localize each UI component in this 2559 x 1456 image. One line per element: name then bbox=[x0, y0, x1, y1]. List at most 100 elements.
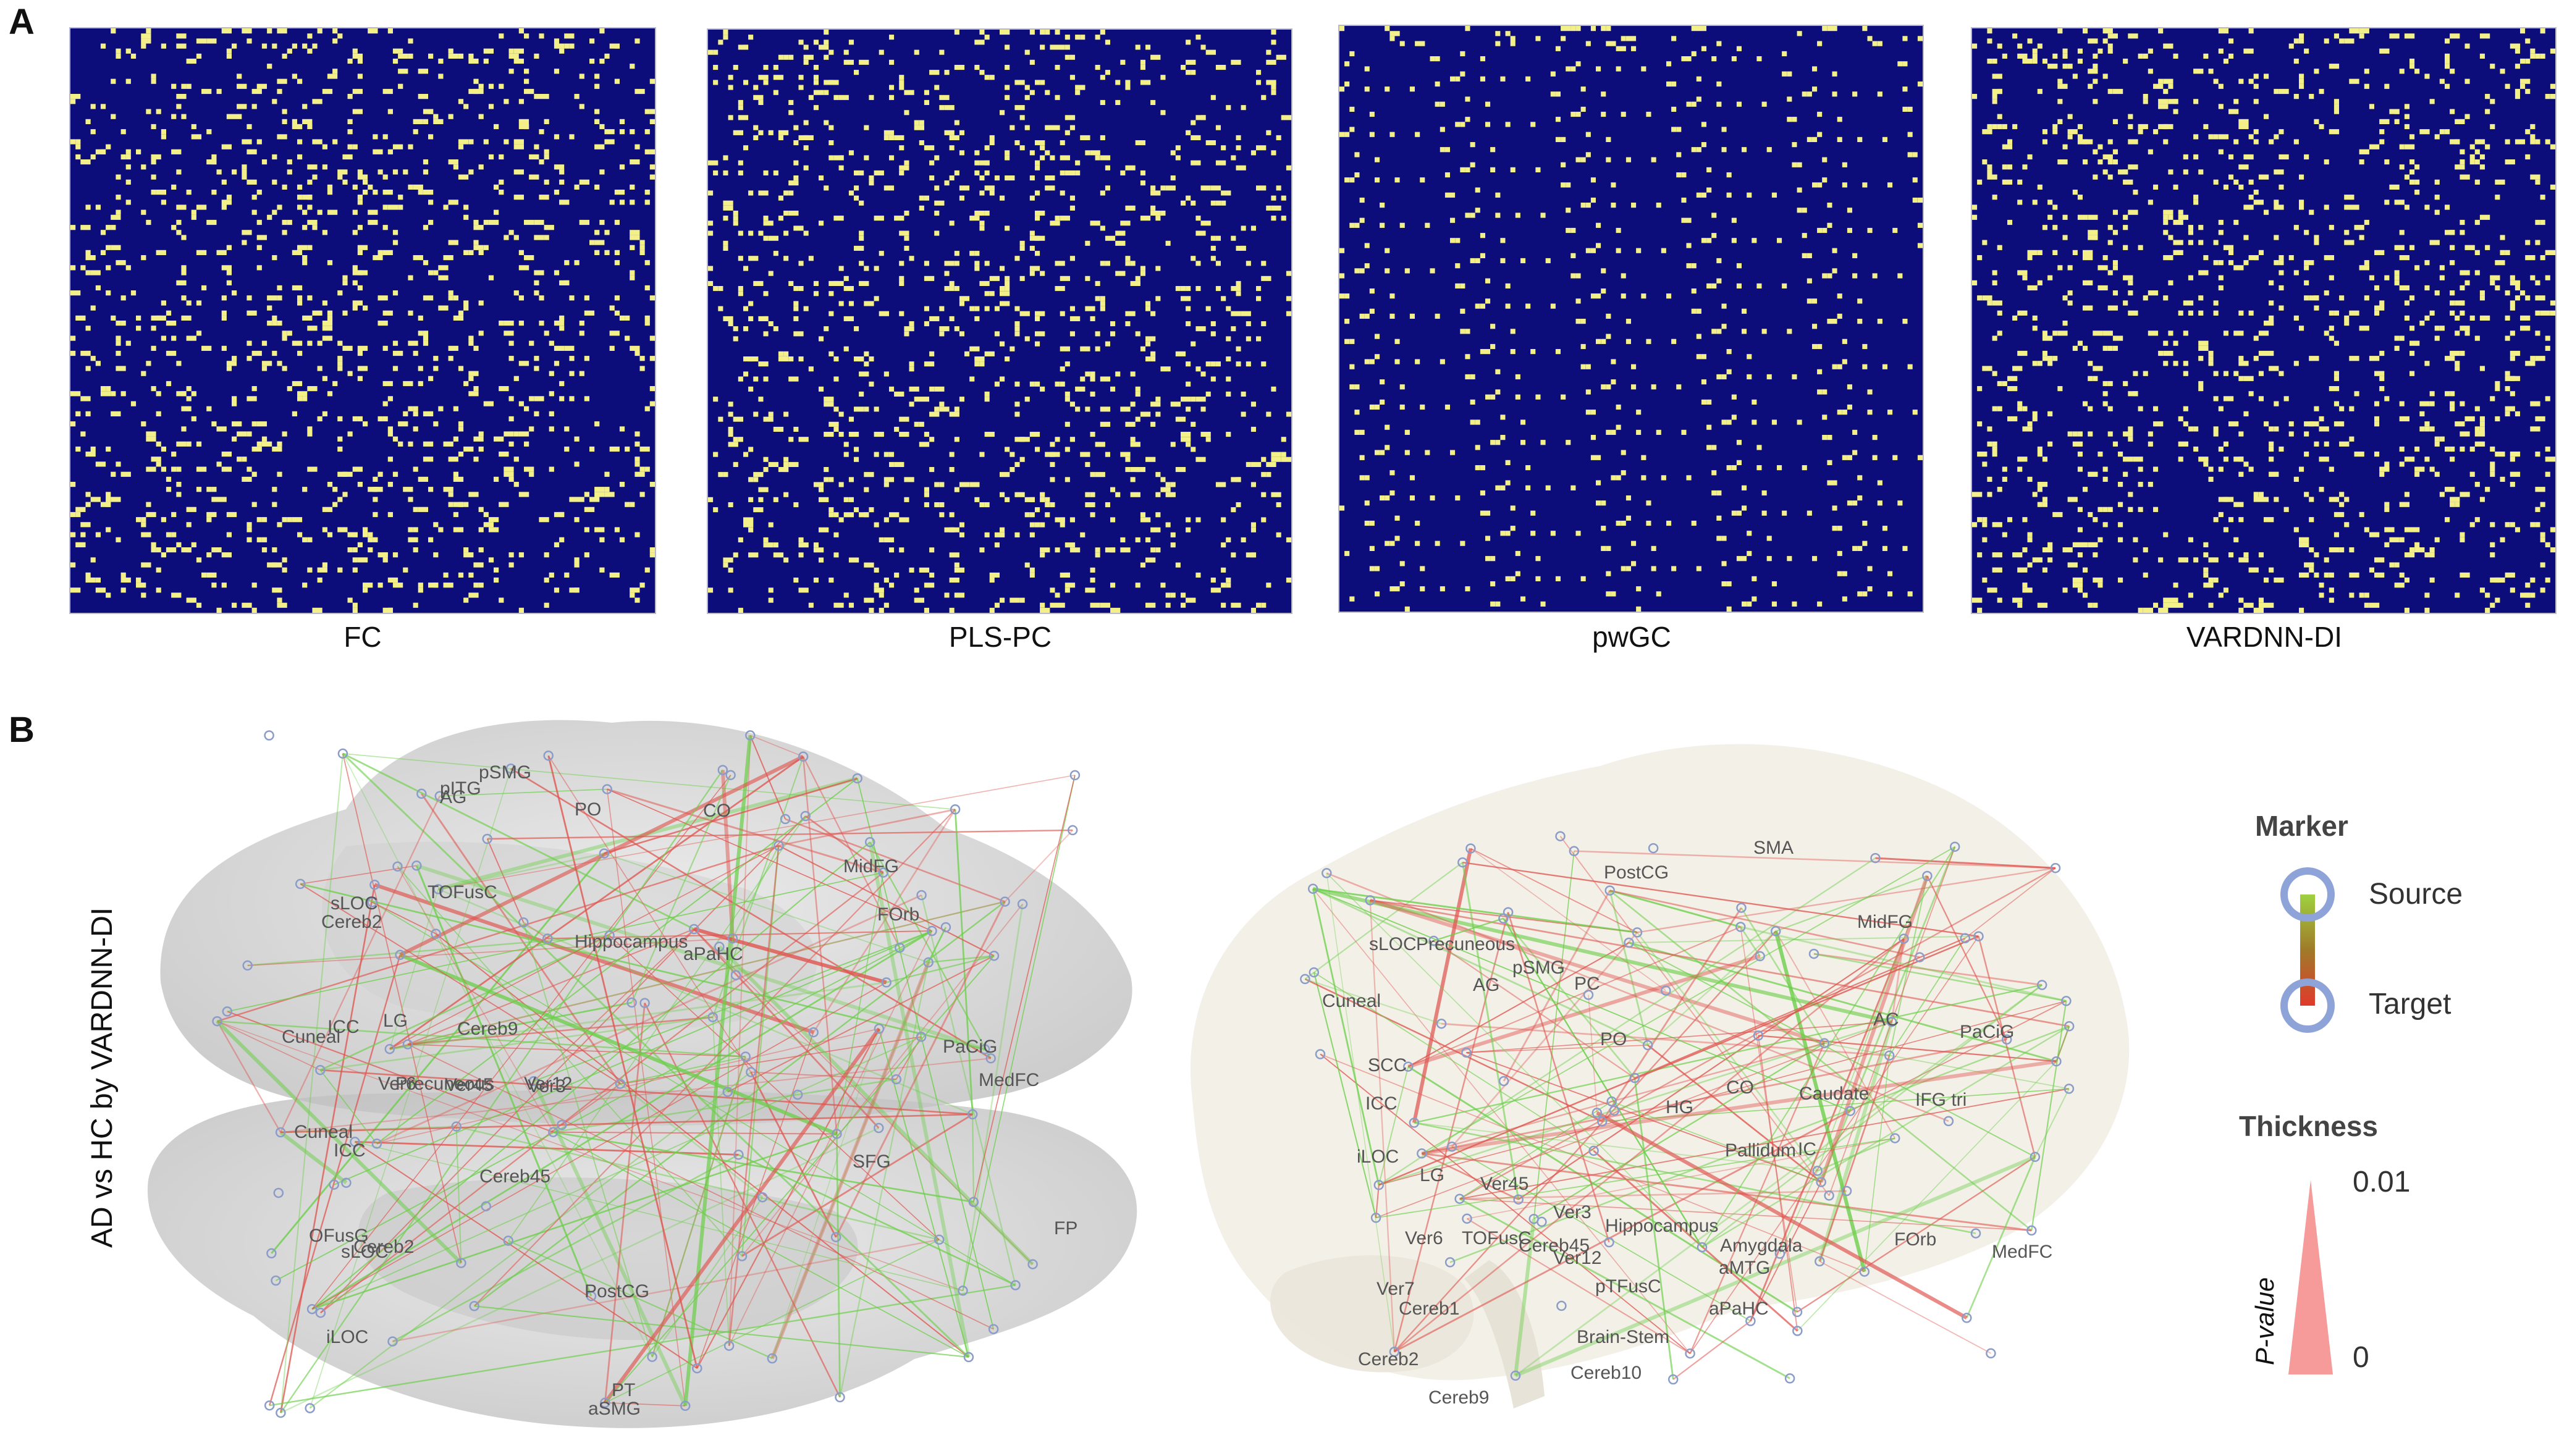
network-edge bbox=[1466, 1045, 1648, 1053]
network-node bbox=[1503, 907, 1514, 917]
network-edge bbox=[607, 788, 932, 932]
node-label: SMA bbox=[1753, 838, 1794, 858]
network-edge bbox=[1596, 1111, 1968, 1320]
network-edge bbox=[693, 928, 880, 1129]
network-edge bbox=[1421, 846, 1955, 1155]
network-edge bbox=[1828, 846, 1955, 1196]
network-node bbox=[604, 930, 615, 941]
node-label: iLOC bbox=[326, 1327, 368, 1347]
network-node bbox=[767, 1353, 778, 1364]
network-node bbox=[1556, 1300, 1567, 1311]
node-label: Cuneal bbox=[282, 1027, 340, 1047]
network-edge bbox=[510, 768, 992, 1059]
network-node bbox=[774, 840, 784, 851]
network-edge bbox=[1740, 926, 1761, 957]
network-node bbox=[1792, 1307, 1803, 1318]
network-node bbox=[528, 1075, 539, 1087]
network-edge bbox=[836, 1134, 841, 1397]
network-edge bbox=[604, 852, 929, 963]
network-edge bbox=[1611, 1101, 1821, 1183]
network-node bbox=[832, 1129, 842, 1139]
network-node bbox=[746, 1067, 756, 1077]
network-edge bbox=[1503, 917, 1635, 1079]
network-edge bbox=[1797, 1061, 2057, 1332]
network-node bbox=[985, 1053, 996, 1064]
network-edge bbox=[1459, 1198, 1790, 1379]
network-edge bbox=[1393, 912, 1509, 1352]
network-node bbox=[927, 925, 937, 936]
network-node bbox=[1315, 1049, 1326, 1059]
network-edge bbox=[439, 788, 607, 797]
legend-marker-title: Marker bbox=[2255, 810, 2348, 842]
node-label: Ver7 bbox=[1376, 1279, 1415, 1299]
panel-a-letter: A bbox=[9, 2, 35, 42]
network-edge bbox=[1378, 857, 1876, 1186]
network-edge bbox=[216, 1020, 282, 1133]
node-label: iLOC bbox=[1357, 1147, 1399, 1167]
network-edge bbox=[1503, 890, 1611, 1082]
node-label: Cereb9 bbox=[1428, 1387, 1489, 1408]
network-edge bbox=[533, 930, 932, 1082]
network-node bbox=[1370, 1213, 1381, 1223]
network-edge bbox=[276, 930, 932, 1281]
node-label: Cuneal bbox=[294, 1122, 353, 1142]
node-label: SFG bbox=[853, 1151, 891, 1172]
node-label: Amygdala bbox=[1720, 1235, 1803, 1256]
node-label: Ver45 bbox=[1480, 1174, 1528, 1194]
node-label: pTFusC bbox=[1595, 1276, 1661, 1297]
network-edge bbox=[1965, 867, 2056, 939]
network-edge bbox=[455, 1126, 462, 1263]
network-edge bbox=[280, 769, 723, 1413]
network-edge bbox=[342, 752, 969, 1358]
network-edge bbox=[1369, 900, 1395, 1352]
network-node bbox=[543, 751, 554, 761]
network-node bbox=[1604, 1237, 1614, 1248]
network-node bbox=[1454, 1193, 1465, 1204]
network-edge bbox=[839, 962, 929, 1398]
network-node bbox=[548, 1127, 559, 1137]
network-edge bbox=[372, 901, 1016, 1286]
network-node bbox=[916, 1032, 927, 1042]
network-node bbox=[264, 1400, 275, 1411]
network-node bbox=[689, 924, 699, 935]
network-edge bbox=[1421, 1042, 1825, 1155]
network-edge bbox=[320, 872, 884, 1314]
network-edge bbox=[1609, 890, 1741, 928]
network-edge bbox=[486, 838, 525, 923]
network-edge bbox=[1647, 1044, 1822, 1183]
network-node bbox=[2036, 980, 2047, 990]
network-edge bbox=[280, 753, 344, 1413]
network-node bbox=[800, 810, 811, 822]
network-node bbox=[830, 1232, 841, 1242]
network-edge bbox=[728, 845, 780, 1346]
network-edge bbox=[342, 753, 653, 1357]
axial-nodes bbox=[212, 730, 1081, 1418]
node-label: MidFG bbox=[1857, 912, 1913, 932]
network-node bbox=[337, 748, 348, 759]
network-edge bbox=[750, 734, 804, 757]
network-node bbox=[315, 1307, 326, 1318]
network-node bbox=[780, 814, 791, 825]
network-edge bbox=[1304, 862, 1463, 980]
network-edge bbox=[1817, 1137, 1895, 1172]
network-edge bbox=[1740, 907, 1825, 1044]
network-edge bbox=[778, 808, 956, 847]
node-label: sLOC bbox=[341, 1242, 389, 1262]
network-edge bbox=[693, 928, 1034, 1265]
network-edge bbox=[962, 775, 1076, 1291]
network-node bbox=[505, 764, 516, 774]
network-edge bbox=[1451, 932, 1638, 1148]
matrix-label-fc: FC bbox=[344, 621, 382, 653]
node-label: SCC bbox=[1368, 1055, 1407, 1075]
network-edge bbox=[1305, 978, 1442, 1025]
matrix-fc bbox=[69, 27, 656, 614]
network-node bbox=[2050, 862, 2061, 873]
network-edge bbox=[320, 1016, 713, 1071]
node-label: FP bbox=[1054, 1218, 1077, 1239]
network-edge bbox=[927, 927, 947, 963]
node-label: CO bbox=[703, 801, 731, 821]
node-label: PaCiG bbox=[943, 1037, 997, 1057]
network-node bbox=[740, 1051, 751, 1062]
network-edge bbox=[1466, 1021, 1892, 1053]
network-node bbox=[542, 933, 553, 944]
